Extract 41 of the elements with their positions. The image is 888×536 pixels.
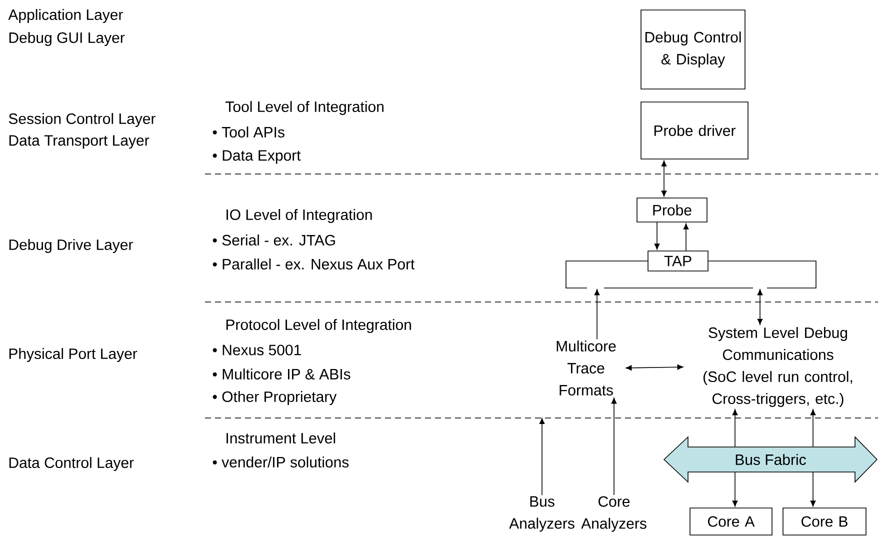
layer-label: Session Control Layer <box>8 113 156 127</box>
node-text: System Level Debug Communications (SoC level run control, Cross-triggers, etc.) <box>704 327 852 407</box>
arrow <box>661 160 667 197</box>
arrow <box>594 289 600 340</box>
process-box: Core B <box>782 508 866 536</box>
arrow <box>683 223 689 251</box>
arrow <box>654 222 660 250</box>
bullet-item: • Tool APIs <box>212 126 284 138</box>
node-text: Multicore Trace Formats <box>556 340 616 396</box>
bullet-item: • vender/IP solutions <box>212 456 349 468</box>
arrow <box>626 364 684 371</box>
process-box: Debug Control & Display <box>640 10 746 90</box>
layer-label: Application Layer <box>8 9 123 23</box>
arrow <box>732 472 738 507</box>
process-box: Probe driver <box>640 102 748 160</box>
bullet-item: • Data Export <box>212 150 301 164</box>
bullet-item: • Multicore IP & ABIs <box>212 368 350 380</box>
level-heading: IO Level of Integration <box>226 209 372 223</box>
bullet-item: • Serial - ex. JTAG <box>212 234 335 246</box>
process-box: TAP <box>648 250 708 272</box>
arrow <box>611 398 617 496</box>
process-box: Probe <box>636 198 708 222</box>
arrow <box>539 418 545 496</box>
process-box: Core A <box>690 508 772 536</box>
node-text: Core Analyzers <box>581 496 646 532</box>
arrow <box>732 409 738 448</box>
layer-label: Data Control Layer <box>9 457 134 471</box>
bullet-item: • Other Proprietary <box>212 391 337 405</box>
arrow <box>810 409 816 448</box>
bullet-item: • Nexus 5001 <box>212 344 301 356</box>
level-heading: Instrument Level <box>226 432 336 444</box>
node-text: Bus Analyzers <box>509 496 574 532</box>
layer-label: Physical Port Layer <box>9 348 138 362</box>
level-heading: Protocol Level of Integration <box>226 319 411 333</box>
arrow <box>757 289 763 325</box>
layer-label: Debug GUI Layer <box>9 32 125 46</box>
bullet-item: • Parallel - ex. Nexus Aux Port <box>212 258 415 270</box>
layer-label: Debug Drive Layer <box>9 239 133 253</box>
layer-label: Data Transport Layer <box>9 135 150 149</box>
level-heading: Tool Level of Integration <box>226 101 384 115</box>
arrow <box>810 472 816 507</box>
